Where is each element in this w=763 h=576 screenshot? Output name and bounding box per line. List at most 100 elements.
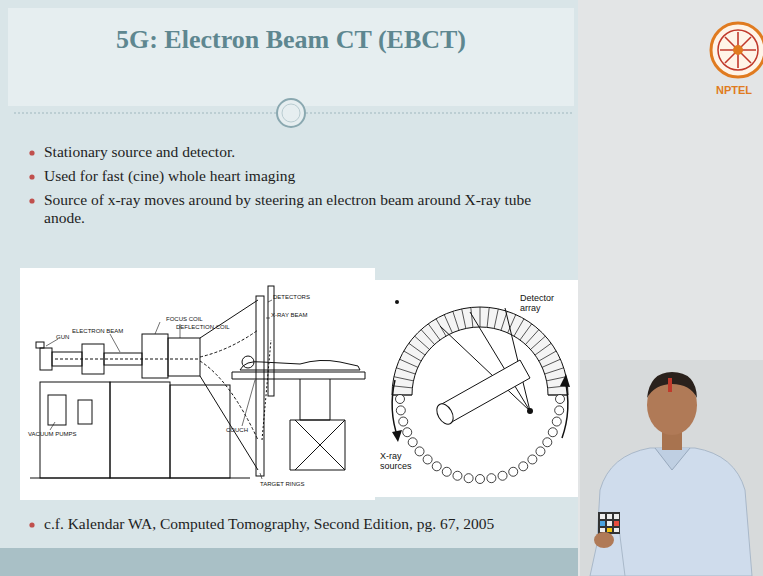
slide-background bbox=[282, 104, 300, 122]
part-label: TARGET RINGS bbox=[260, 481, 304, 488]
ebct-schematic bbox=[110, 382, 170, 478]
ebct-schematic bbox=[30, 478, 250, 479]
source-point bbox=[432, 462, 441, 471]
source-point bbox=[415, 447, 424, 456]
part-label: GUN bbox=[56, 334, 69, 341]
source-point bbox=[423, 455, 432, 464]
source-point bbox=[442, 467, 451, 476]
ebct-cross-section bbox=[440, 360, 530, 423]
source-point bbox=[543, 438, 552, 447]
presenter-video bbox=[600, 528, 605, 532]
bullet-dots bbox=[29, 150, 34, 155]
presenter-video bbox=[594, 532, 614, 548]
ebct-cross-section bbox=[562, 380, 568, 438]
ebct-cross-section bbox=[392, 430, 402, 442]
part-label: ELECTRON BEAM bbox=[72, 328, 123, 335]
ebct-schematic bbox=[48, 395, 66, 425]
part-label: X-RAY BEAM bbox=[271, 312, 307, 319]
detector-segment bbox=[514, 319, 524, 336]
detector-segment bbox=[494, 309, 498, 329]
source-point bbox=[555, 406, 564, 415]
ebct-schematic bbox=[168, 338, 200, 376]
detector-segment bbox=[428, 324, 440, 340]
slide-background bbox=[578, 0, 763, 576]
ebct-schematic bbox=[200, 361, 258, 440]
presenter-video bbox=[600, 514, 619, 532]
bullet-dots bbox=[29, 522, 34, 527]
detector-segment bbox=[480, 307, 481, 327]
detector-segment bbox=[444, 315, 452, 333]
detector-segment bbox=[520, 324, 532, 340]
source-point bbox=[528, 455, 537, 464]
presenter-video bbox=[614, 528, 619, 532]
bullet-text: Used for fast (cine) whole heart imaging bbox=[44, 167, 569, 185]
ebct-schematic bbox=[200, 300, 258, 338]
presenter-video bbox=[655, 448, 690, 470]
bullet-dots bbox=[29, 198, 34, 203]
detector-segment bbox=[392, 386, 412, 388]
ebct-schematic bbox=[36, 342, 44, 348]
ebct-schematic bbox=[40, 382, 110, 478]
presenter-video bbox=[614, 521, 619, 526]
ebct-cross-section bbox=[395, 300, 399, 304]
ebct-schematic bbox=[142, 334, 168, 378]
ebct-schematic bbox=[232, 372, 365, 379]
part-label: DEFLECTION COIL bbox=[176, 324, 230, 331]
nptel-logo bbox=[733, 45, 743, 55]
nptel-logo bbox=[718, 30, 758, 70]
detector-segment bbox=[415, 336, 430, 349]
ebct-schematic bbox=[50, 422, 55, 430]
ebct-cross-section bbox=[392, 307, 568, 395]
detector-segment bbox=[396, 368, 415, 374]
bullet-text: Stationary source and detector. bbox=[44, 143, 569, 161]
ebct-cross-section bbox=[433, 401, 456, 427]
ebct-cross-section bbox=[375, 280, 578, 497]
ebct-schematic bbox=[242, 356, 254, 368]
slide-background bbox=[0, 0, 578, 576]
nptel-logo bbox=[711, 23, 763, 77]
source-point bbox=[552, 417, 561, 426]
detector-segment bbox=[545, 368, 564, 374]
ebct-schematic bbox=[262, 340, 271, 440]
part-label: FOCUS COIL bbox=[166, 316, 203, 323]
ebct-schematic bbox=[20, 268, 375, 500]
ebct-cross-section bbox=[392, 380, 398, 438]
ebct-cross-section bbox=[396, 395, 565, 484]
source-point bbox=[396, 395, 405, 404]
presenter-video bbox=[600, 521, 605, 526]
nptel-logo bbox=[725, 37, 751, 63]
source-point bbox=[536, 447, 545, 456]
ebct-schematic bbox=[240, 360, 360, 370]
detector-segment bbox=[394, 377, 414, 381]
source-point bbox=[548, 428, 557, 437]
bullet-dots bbox=[29, 174, 34, 179]
detector-segment bbox=[453, 311, 459, 330]
presenter-video bbox=[607, 514, 612, 519]
part-label: VACUUM PUMPS bbox=[28, 431, 77, 438]
part-label: COUCH bbox=[226, 427, 248, 434]
ebct-cross-section bbox=[375, 280, 578, 497]
bullet-text: Source of x-ray moves around by steering… bbox=[44, 191, 564, 227]
ebct-schematic bbox=[242, 380, 255, 426]
presenter-video bbox=[580, 360, 763, 576]
citation-text: c.f. Kalendar WA, Computed Tomography, S… bbox=[44, 515, 564, 533]
ebct-schematic bbox=[260, 473, 262, 479]
ebct-schematic bbox=[266, 318, 270, 319]
nptel-logo bbox=[725, 37, 751, 63]
presenter-video bbox=[580, 360, 763, 576]
ebct-schematic bbox=[46, 339, 58, 346]
presenter-video bbox=[647, 372, 697, 398]
slide-background bbox=[8, 8, 574, 106]
ebct-schematic bbox=[295, 420, 345, 470]
source-point bbox=[403, 428, 412, 437]
detector-segment bbox=[409, 343, 425, 355]
figure-label: Detector array bbox=[520, 294, 566, 314]
detector-segment bbox=[531, 336, 546, 349]
detector-segment bbox=[400, 359, 418, 367]
slide-background bbox=[0, 548, 578, 576]
ebct-schematic bbox=[170, 385, 230, 478]
nptel-logo bbox=[711, 23, 763, 77]
source-point bbox=[509, 467, 518, 476]
ebct-schematic bbox=[290, 420, 345, 470]
